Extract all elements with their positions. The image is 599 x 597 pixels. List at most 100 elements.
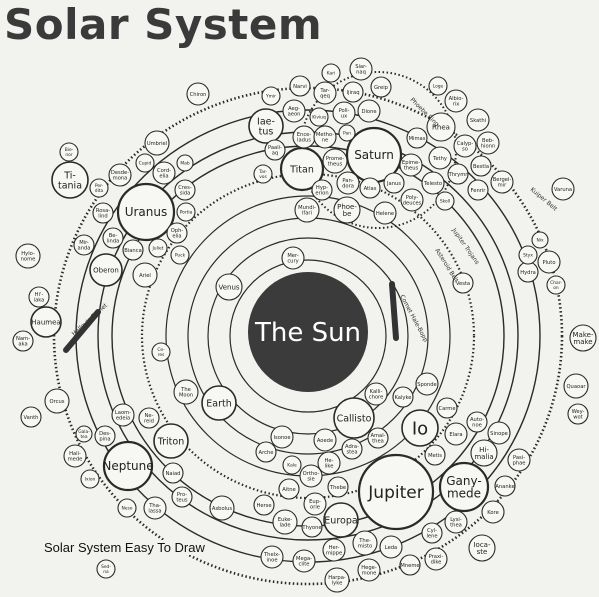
body-ixion[interactable]: Ixion bbox=[80, 469, 100, 489]
body-weywot[interactable]: Wey-wot bbox=[567, 403, 589, 425]
body-tarvos[interactable]: Tar-vos bbox=[253, 164, 273, 184]
body-siarnaq[interactable]: Siar-naq bbox=[349, 57, 373, 81]
body-autonoe[interactable]: Auto-noe bbox=[466, 411, 488, 433]
body-hegemone[interactable]: Hege-mone bbox=[357, 558, 381, 582]
body-uranus[interactable]: Uranus bbox=[116, 182, 176, 242]
body-nix[interactable]: Nix bbox=[531, 231, 549, 249]
body-adrastea[interactable]: Adra-stea bbox=[341, 438, 363, 460]
body-tethys[interactable]: Tethy bbox=[428, 146, 452, 170]
body-halimede[interactable]: Hali-mede bbox=[63, 444, 87, 468]
body-venus[interactable]: Venus bbox=[215, 273, 243, 301]
body-rosalind[interactable]: Rosa-lind bbox=[92, 202, 114, 224]
body-polydeuces[interactable]: Poly-deuces bbox=[400, 188, 424, 212]
body-leda[interactable]: Leda bbox=[379, 535, 403, 559]
body-helike[interactable]: He-like bbox=[317, 451, 341, 475]
body-loge[interactable]: Loge bbox=[428, 76, 448, 96]
body-titania[interactable]: Ti-tania bbox=[51, 161, 89, 199]
body-despina[interactable]: Des-pina bbox=[94, 425, 116, 447]
body-atlas[interactable]: Atlas bbox=[359, 177, 381, 199]
body-ananke[interactable]: Ananke bbox=[494, 475, 516, 497]
body-triton[interactable]: Triton bbox=[153, 423, 189, 459]
body-oberon[interactable]: Oberon bbox=[89, 253, 123, 287]
body-io[interactable]: Io bbox=[401, 409, 439, 447]
body-hyperion[interactable]: Hyp-erion bbox=[311, 179, 333, 201]
body-aegaeon[interactable]: Aeg-aeon bbox=[282, 99, 306, 123]
body-neso[interactable]: Neso bbox=[117, 498, 137, 518]
body-lysithea[interactable]: Lysi-thea bbox=[444, 510, 468, 534]
body-thebe[interactable]: Thebe bbox=[327, 476, 349, 498]
body-rhea[interactable]: Rhea bbox=[426, 112, 456, 142]
body-bestla[interactable]: Bestla bbox=[470, 155, 492, 177]
body-amalthea[interactable]: Amal-thea bbox=[367, 427, 389, 449]
body-juliet[interactable]: Juliet bbox=[148, 238, 168, 258]
body-phoebe[interactable]: Phoe-be bbox=[333, 196, 361, 224]
body-themisto[interactable]: The-misto bbox=[352, 530, 378, 556]
body-europa[interactable]: Europa bbox=[323, 502, 359, 538]
body-puck[interactable]: Puck bbox=[170, 245, 190, 265]
body-orcus[interactable]: Orcus bbox=[44, 388, 70, 414]
body-nereid[interactable]: Ne-reid bbox=[138, 407, 160, 429]
body-cyllene[interactable]: Cyl-lene bbox=[421, 522, 443, 544]
body-charon[interactable]: Char-on bbox=[546, 275, 566, 295]
body-quaoar[interactable]: Quaoar bbox=[563, 373, 589, 399]
body-naiad[interactable]: Naiad bbox=[162, 462, 184, 484]
body-bienor[interactable]: Bie-nor bbox=[59, 142, 79, 162]
body-euporie[interactable]: Eup-orie bbox=[303, 492, 327, 516]
body-mab[interactable]: Mab bbox=[176, 154, 194, 172]
body-ymir[interactable]: Ymir bbox=[261, 86, 281, 106]
body-greip[interactable]: Greip bbox=[370, 76, 392, 98]
body-enceladus[interactable]: Ence-ladus bbox=[292, 125, 316, 149]
body-perdita[interactable]: Per-dita bbox=[89, 178, 109, 198]
body-makemake[interactable]: Make-make bbox=[569, 324, 597, 352]
body-megaclite[interactable]: Mega-clite bbox=[292, 549, 316, 573]
body-narvi[interactable]: Narvi bbox=[289, 75, 311, 97]
body-mneme[interactable]: Mneme bbox=[399, 554, 421, 576]
body-himalia[interactable]: Hi-malia bbox=[470, 439, 498, 467]
body-varuna[interactable]: Varuna bbox=[551, 177, 575, 201]
body-sedna[interactable]: Sed-na bbox=[96, 559, 116, 579]
body-tarqeq[interactable]: Tar-qeq bbox=[313, 81, 337, 105]
body-ganymede[interactable]: Gany-mede bbox=[438, 461, 490, 513]
body-galatea[interactable]: Gala-tea bbox=[75, 425, 93, 443]
body-hylonome[interactable]: Hylo-nome bbox=[15, 243, 41, 269]
body-kallichore[interactable]: Kalli-chore bbox=[364, 382, 388, 406]
body-bebhionn[interactable]: Beb-hionn bbox=[476, 131, 500, 155]
body-proteus[interactable]: Pro-teus bbox=[171, 486, 193, 508]
body-pollux[interactable]: Poll-ux bbox=[332, 101, 356, 125]
body-laomedeia[interactable]: Laom-edeia bbox=[111, 403, 135, 427]
body-mimas[interactable]: Mimas bbox=[406, 127, 428, 149]
body-thelxinoe[interactable]: Thelx-inoe bbox=[260, 545, 284, 569]
body-methone[interactable]: Metho-ne bbox=[313, 125, 337, 149]
body-sinope[interactable]: Sinope bbox=[487, 421, 511, 445]
body-kale[interactable]: Kale bbox=[282, 455, 302, 475]
body-ijiraq[interactable]: Ijiraq bbox=[342, 81, 364, 103]
body-dione[interactable]: Dione bbox=[357, 99, 381, 123]
body-pasiphae[interactable]: Pasi-phae bbox=[507, 448, 531, 472]
body-vanth[interactable]: Vanth bbox=[20, 406, 42, 428]
body-kalyke[interactable]: Kalyke bbox=[392, 386, 414, 408]
body-chiron[interactable]: Chiron bbox=[186, 82, 210, 106]
body-praxidike[interactable]: Praxi-dike bbox=[424, 547, 448, 571]
body-isonoe[interactable]: Isonoe bbox=[270, 425, 294, 449]
body-epimetheus[interactable]: Epime-theus bbox=[399, 153, 423, 177]
body-calypso[interactable]: Calyp-so bbox=[453, 134, 477, 158]
body-harpalyke[interactable]: Harpa-lyke bbox=[324, 567, 350, 593]
body-carme[interactable]: Carme bbox=[436, 397, 458, 419]
body-skathi[interactable]: Skathi bbox=[466, 108, 490, 132]
body-arche[interactable]: Arche bbox=[255, 441, 277, 463]
body-telesto[interactable]: Telesto bbox=[421, 171, 445, 195]
body-jupiter[interactable]: Jupiter bbox=[357, 453, 435, 531]
body-eukelade[interactable]: Euke-lade bbox=[272, 509, 298, 535]
body-miranda[interactable]: Mir-anda bbox=[73, 234, 95, 256]
body-bergelmir[interactable]: Bergel-mir bbox=[490, 170, 514, 194]
body-aitne[interactable]: Aitne bbox=[278, 478, 300, 500]
sun[interactable]: The Sun bbox=[248, 272, 368, 392]
body-hermippe[interactable]: Her-mippe bbox=[322, 538, 346, 562]
body-orthosie[interactable]: Ortho-sie bbox=[299, 464, 323, 488]
body-thrymr[interactable]: Thrymr bbox=[447, 163, 469, 185]
body-callisto[interactable]: Callisto bbox=[333, 397, 375, 439]
body-thalassa[interactable]: Tha-lassa bbox=[143, 496, 167, 520]
body-kore[interactable]: Kore bbox=[481, 500, 505, 524]
body-neptune[interactable]: Neptune bbox=[102, 440, 154, 492]
